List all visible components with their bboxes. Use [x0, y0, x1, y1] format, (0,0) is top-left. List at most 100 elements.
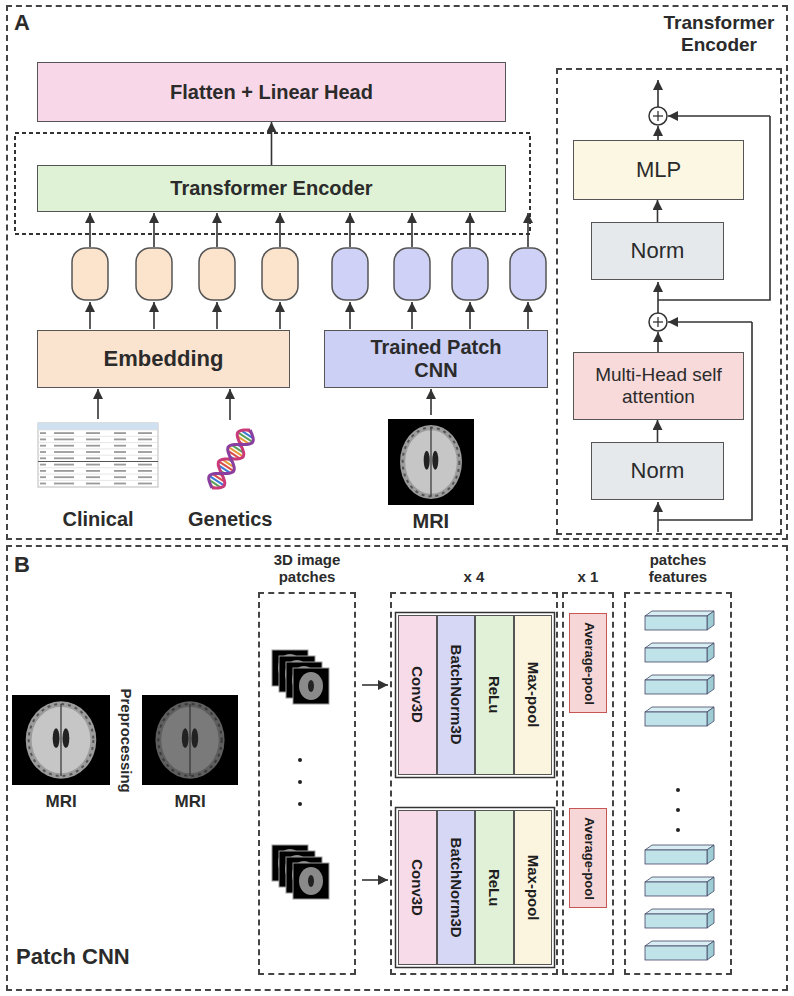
token-shape [332, 248, 368, 300]
table-picture [54, 457, 74, 459]
token-arrow [469, 213, 471, 247]
table-picture [114, 483, 126, 485]
feature-bars [676, 788, 680, 792]
feature-bars [645, 946, 707, 960]
feature-bars [645, 845, 714, 850]
activation-layer: ReLu [475, 615, 514, 775]
input-label: MRI [413, 510, 450, 533]
token-arrow [527, 213, 529, 247]
table-picture [38, 480, 158, 481]
feature-bars [707, 845, 714, 864]
table-picture [40, 439, 46, 441]
mri-picture [12, 695, 110, 785]
table-picture [114, 476, 126, 478]
group-heading: Transformer Encoder [654, 12, 784, 56]
input-label: MRI [46, 792, 77, 812]
feature-bars [645, 611, 714, 616]
feature-bars [707, 877, 714, 896]
feature-bars [707, 611, 714, 630]
table-picture [54, 483, 74, 485]
feature-bars [645, 850, 707, 864]
flow-arrow [657, 200, 659, 222]
mri-picture [388, 419, 474, 505]
patch-picture [272, 650, 388, 899]
token-arrow [153, 302, 155, 329]
mri-picture [424, 451, 430, 470]
flow-arrow [271, 122, 273, 165]
conv-layer: Conv3D [398, 810, 437, 965]
token-shape [394, 248, 430, 300]
token-arrow [469, 302, 471, 329]
table-picture [54, 432, 74, 434]
arrow-line [657, 126, 659, 140]
token-shape [452, 248, 488, 300]
mri-picture [432, 451, 438, 470]
dna-picture [209, 430, 254, 488]
table-picture [54, 451, 74, 453]
repeat-group: Average-poolAverage-poolx 1 [562, 592, 614, 975]
encoder-wiring [649, 107, 667, 125]
feature-bars [645, 648, 707, 662]
embedding-box: Embedding [37, 330, 290, 388]
encoder-wiring [657, 111, 658, 121]
feature-bars [645, 882, 707, 896]
table-picture [86, 457, 100, 459]
table-picture [86, 451, 100, 453]
arrow-line [657, 502, 659, 532]
step-label: Preprocessing [117, 688, 134, 792]
feature-group: patches features [624, 592, 732, 975]
table-picture [38, 467, 158, 468]
table-picture [38, 423, 158, 430]
box-label: Embedding [104, 346, 224, 371]
table-picture [40, 476, 46, 478]
feature-bars [645, 914, 707, 928]
feature-bars [707, 941, 714, 960]
box-label: Average-pool [581, 622, 596, 705]
input-label: Clinical [63, 508, 134, 531]
norm-layer: BatchNorm3D [437, 810, 476, 965]
table-picture [40, 483, 46, 485]
table-picture [38, 423, 158, 487]
feature-bars [645, 707, 714, 712]
token-arrow [89, 213, 91, 247]
patch-picture [298, 802, 302, 806]
box-label: Flatten + Linear Head [170, 81, 373, 104]
table-picture [40, 470, 46, 472]
token-arrow [216, 302, 218, 329]
group-heading: x 4 [390, 568, 558, 585]
box-label: BatchNorm3D [447, 837, 464, 937]
mri-picture [12, 695, 110, 785]
block-outline [396, 613, 555, 778]
table-picture [138, 451, 152, 453]
table-picture [138, 432, 152, 434]
mri-picture [400, 425, 462, 499]
patch-picture [293, 668, 329, 704]
table-picture [54, 464, 74, 466]
norm-box: Norm [591, 442, 724, 500]
token-arrow [216, 213, 218, 247]
table-picture [86, 464, 100, 466]
token-shape [136, 248, 172, 300]
mri-picture [430, 428, 431, 497]
norm-layer: BatchNorm3D [437, 615, 476, 775]
token-arrow [279, 213, 281, 247]
mri-picture [142, 695, 238, 785]
box-label: Trained Patch CNN [366, 336, 506, 382]
mri-picture [158, 704, 221, 776]
token-arrow [349, 302, 351, 329]
table-picture [138, 439, 152, 441]
feature-bars [645, 611, 714, 960]
arrow-line [362, 684, 388, 686]
patch-picture [308, 680, 314, 692]
patch-picture [298, 780, 302, 784]
group-heading: 3D image patches [262, 551, 352, 586]
mri-picture [60, 704, 61, 776]
box-label: Max-pool [524, 662, 541, 728]
table-picture [40, 464, 46, 466]
box-label: Conv3D [409, 859, 426, 916]
feature-bars [645, 877, 714, 882]
arrow-line [657, 282, 659, 313]
table-picture [86, 470, 100, 472]
arrow-line [97, 389, 99, 419]
arrow-line [430, 389, 432, 415]
